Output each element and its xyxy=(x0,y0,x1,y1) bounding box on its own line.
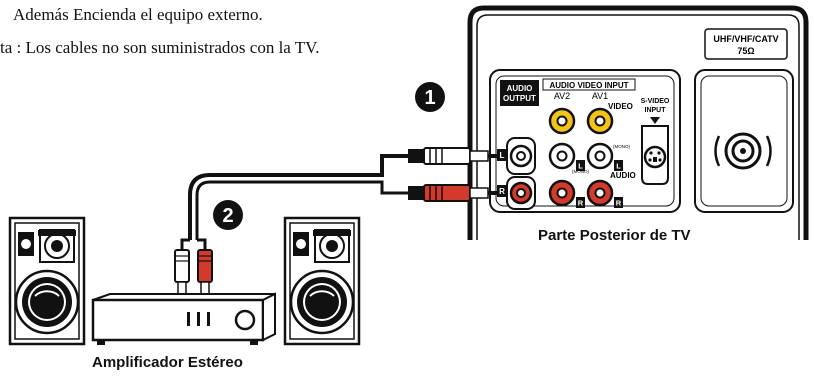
svideo-label-line1: S-VIDEO xyxy=(641,98,670,105)
antenna-jack xyxy=(714,132,772,170)
svideo-arrow xyxy=(650,117,660,124)
rca-plug-white xyxy=(408,147,498,165)
tv-back-caption: Parte Posterior de TV xyxy=(538,227,691,244)
av2-label: AV2 xyxy=(554,91,570,101)
av2-audio-right-jack xyxy=(548,179,576,207)
av1-label: AV1 xyxy=(592,91,608,101)
av1-video-jack xyxy=(586,107,614,135)
right-speaker xyxy=(283,216,361,346)
step-1-number: 1 xyxy=(424,87,435,109)
left-speaker xyxy=(8,216,86,346)
av2-R-label: R xyxy=(578,199,584,208)
output-R-label: R xyxy=(499,187,505,196)
stereo-amplifier xyxy=(91,292,276,345)
av-input-label: AUDIO VIDEO INPUT xyxy=(549,81,628,90)
output-L-label: L xyxy=(500,151,505,160)
audio-label: AUDIO xyxy=(610,171,636,180)
av1-L-badge xyxy=(614,160,623,171)
audio-output-line1: AUDIO xyxy=(507,84,533,93)
video-label: VIDEO xyxy=(608,102,633,111)
antenna-label-box xyxy=(704,28,788,60)
audio-output-jack-right xyxy=(506,176,536,210)
av2-video-jack xyxy=(548,107,576,135)
av1-L-label: L xyxy=(616,162,621,171)
audio-cable xyxy=(188,154,430,240)
output-L-badge xyxy=(497,149,507,161)
antenna-label: UHF/VHF/CATV xyxy=(713,34,778,44)
audio-output-jack-left xyxy=(506,137,536,175)
amplifier-caption: Amplificador Estéreo xyxy=(92,354,243,371)
output-R-badge xyxy=(497,185,507,197)
av-input-header xyxy=(542,78,636,91)
amp-plugs xyxy=(174,238,213,295)
av1-audio-right-jack xyxy=(586,179,614,207)
av2-L-badge xyxy=(576,160,585,171)
svideo-label-line2: INPUT xyxy=(645,107,667,114)
svideo-jack xyxy=(641,125,669,185)
rca-plug-red xyxy=(408,184,498,202)
antenna-impedance: 75Ω xyxy=(737,46,754,56)
step-2-number: 2 xyxy=(222,205,233,227)
mono-label-av1: (MONO) xyxy=(613,144,630,149)
instruction-line-2: ta : Los cables no son suministrados con… xyxy=(0,38,320,57)
step-2-badge xyxy=(213,200,243,230)
av2-L-label: L xyxy=(578,162,583,171)
av2-audio-left-jack xyxy=(548,142,576,170)
instruction-line-1: Además Encienda el equipo externo. xyxy=(13,5,263,24)
av1-R-label: R xyxy=(616,199,622,208)
tv-back-panel xyxy=(467,5,809,240)
av1-audio-left-jack xyxy=(586,142,614,170)
audio-output-line2: OUTPUT xyxy=(503,94,536,103)
av2-R-badge xyxy=(576,197,585,208)
audio-output-header xyxy=(500,80,539,106)
av1-R-badge xyxy=(614,197,623,208)
mono-label-av2: (MONO) xyxy=(572,169,589,174)
step-1-badge xyxy=(415,82,445,112)
